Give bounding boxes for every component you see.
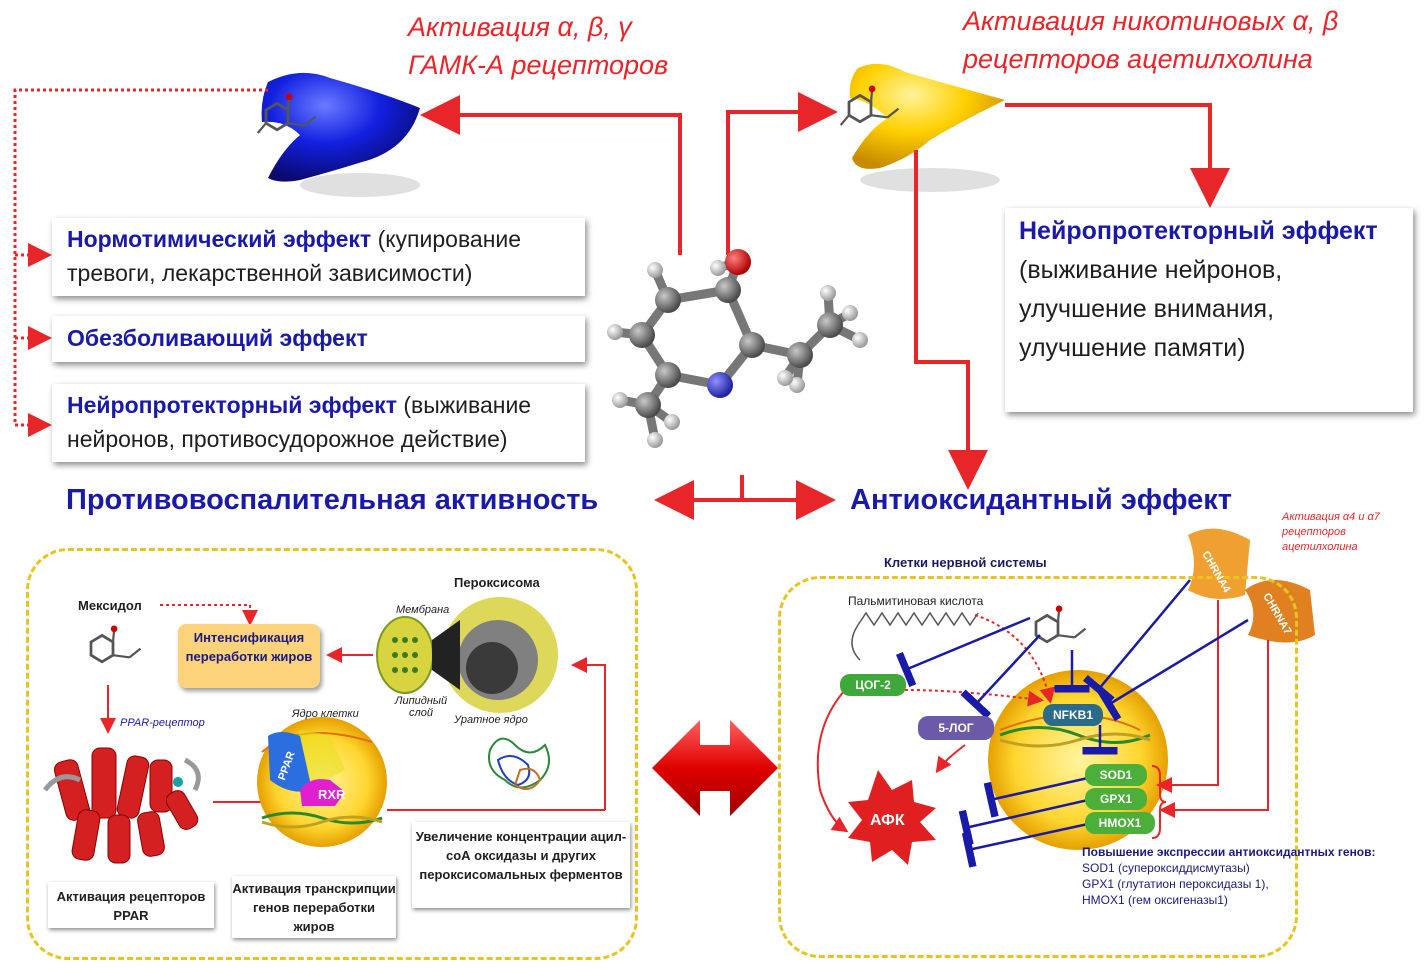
expression-title: Повышение экспрессии антиоксидантных ген…	[1082, 845, 1376, 859]
double-arrow-icon	[652, 720, 778, 816]
effect-box-analgesic: Обезболивающий эффект	[52, 316, 585, 362]
badge-gpx1: GPX1	[1085, 788, 1147, 810]
expression-sod: SOD1 (супероксиддисмутазы)	[1082, 861, 1250, 875]
header-nicotinic-line2: рецепторов ацетилхолина	[963, 44, 1313, 74]
label-nerve-cells: Клетки нервной системы	[884, 555, 1047, 570]
label-rxr: RXR	[318, 787, 346, 802]
expression-hmox: HMOX1 (гем оксигеназы1)	[1082, 893, 1228, 907]
expression-note: Повышение экспрессии антиоксидантных ген…	[1082, 844, 1376, 908]
header-nicotinic: Активация никотиновых α, β рецепторов ац…	[963, 2, 1338, 78]
label-urate-core: Уратное ядро	[454, 714, 528, 726]
molecule-small-icon	[839, 85, 900, 126]
badge-5log: 5-ЛОГ	[918, 716, 994, 740]
molecule-small-icon	[256, 93, 317, 134]
molecule-icon	[607, 249, 868, 448]
effect-title: Нормотимический эффект	[67, 226, 372, 252]
effect-desc: (купирование тревоги, лекарственной зави…	[67, 226, 522, 286]
dotted-bracket	[13, 88, 268, 437]
label-lipid-layer: Липидный слой	[394, 695, 448, 719]
yellow-receptor-icon	[849, 63, 1005, 192]
label-palmitic: Пальмитиновая кислота	[848, 594, 984, 608]
effect-box-neuroprotective-right: Нейропротекторный эффект (выживание нейр…	[1005, 208, 1413, 412]
effect-title: Нейропротекторный эффект	[1019, 217, 1378, 245]
effect-box-normothymic: Нормотимический эффект (купирование трев…	[52, 218, 585, 296]
effect-desc: (выживание нейронов, противосудорожное д…	[67, 392, 532, 452]
label-ppar-receptor: PPAR-рецептор	[120, 717, 205, 729]
caption-enzyme-increase: Увеличение концентрации ацил-соА оксидаз…	[412, 822, 630, 908]
label-cell-nucleus: Ядро клетки	[292, 708, 359, 720]
label-alpha-note: Активация α4 и α7 рецепторов ацетилхолин…	[1282, 511, 1380, 553]
badge-afk: АФК	[870, 812, 905, 829]
effect-box-neuroprotective: Нейропротекторный эффект (выживание нейр…	[52, 384, 585, 462]
caption-transcription: Активация транскрипции генов переработки…	[232, 876, 396, 938]
fat-processing-box: Интенсификация переработки жиров	[178, 624, 320, 688]
left-panel-graphics	[43, 597, 606, 864]
badge-sod1: SOD1	[1085, 764, 1147, 786]
badge-nfkb1: NFKB1	[1043, 704, 1103, 726]
section-anti-inflammatory: Противовоспалительная активность	[66, 484, 599, 516]
arrows-top	[420, 92, 1230, 520]
header-nicotinic-line1: Активация никотиновых α, β	[963, 6, 1339, 36]
right-panel-frame	[778, 576, 1298, 958]
section-antioxidant: Антиоксидантный эффект	[850, 484, 1232, 516]
effect-title: Нейропротекторный эффект	[67, 392, 397, 418]
label-meksidol: Мексидол	[78, 598, 142, 613]
effect-title: Обезболивающий эффект	[67, 325, 368, 351]
label-peroxisome: Пероксисома	[454, 575, 540, 590]
expression-gpx: GPX1 (глутатион пероксидазы 1),	[1082, 877, 1269, 891]
label-membrane: Мембрана	[396, 604, 450, 616]
header-gaba: Активация α, β, γ ГАМК-А рецепторов	[408, 8, 668, 84]
effect-desc: (выживание нейронов, улучшение внимания,…	[1019, 256, 1283, 362]
badge-cog2: ЦОГ-2	[840, 674, 906, 696]
caption-ppar-activation: Активация рецепторов PPAR	[48, 882, 214, 928]
fat-processing-label: Интенсификация переработки жиров	[185, 630, 313, 664]
header-gaba-line2: ГАМК-А рецепторов	[408, 50, 669, 80]
header-gaba-line1: Активация α, β, γ	[408, 12, 632, 42]
badge-hmox1: HMOX1	[1085, 812, 1155, 834]
blue-receptor-icon	[261, 72, 420, 197]
left-panel-frame	[26, 548, 638, 960]
